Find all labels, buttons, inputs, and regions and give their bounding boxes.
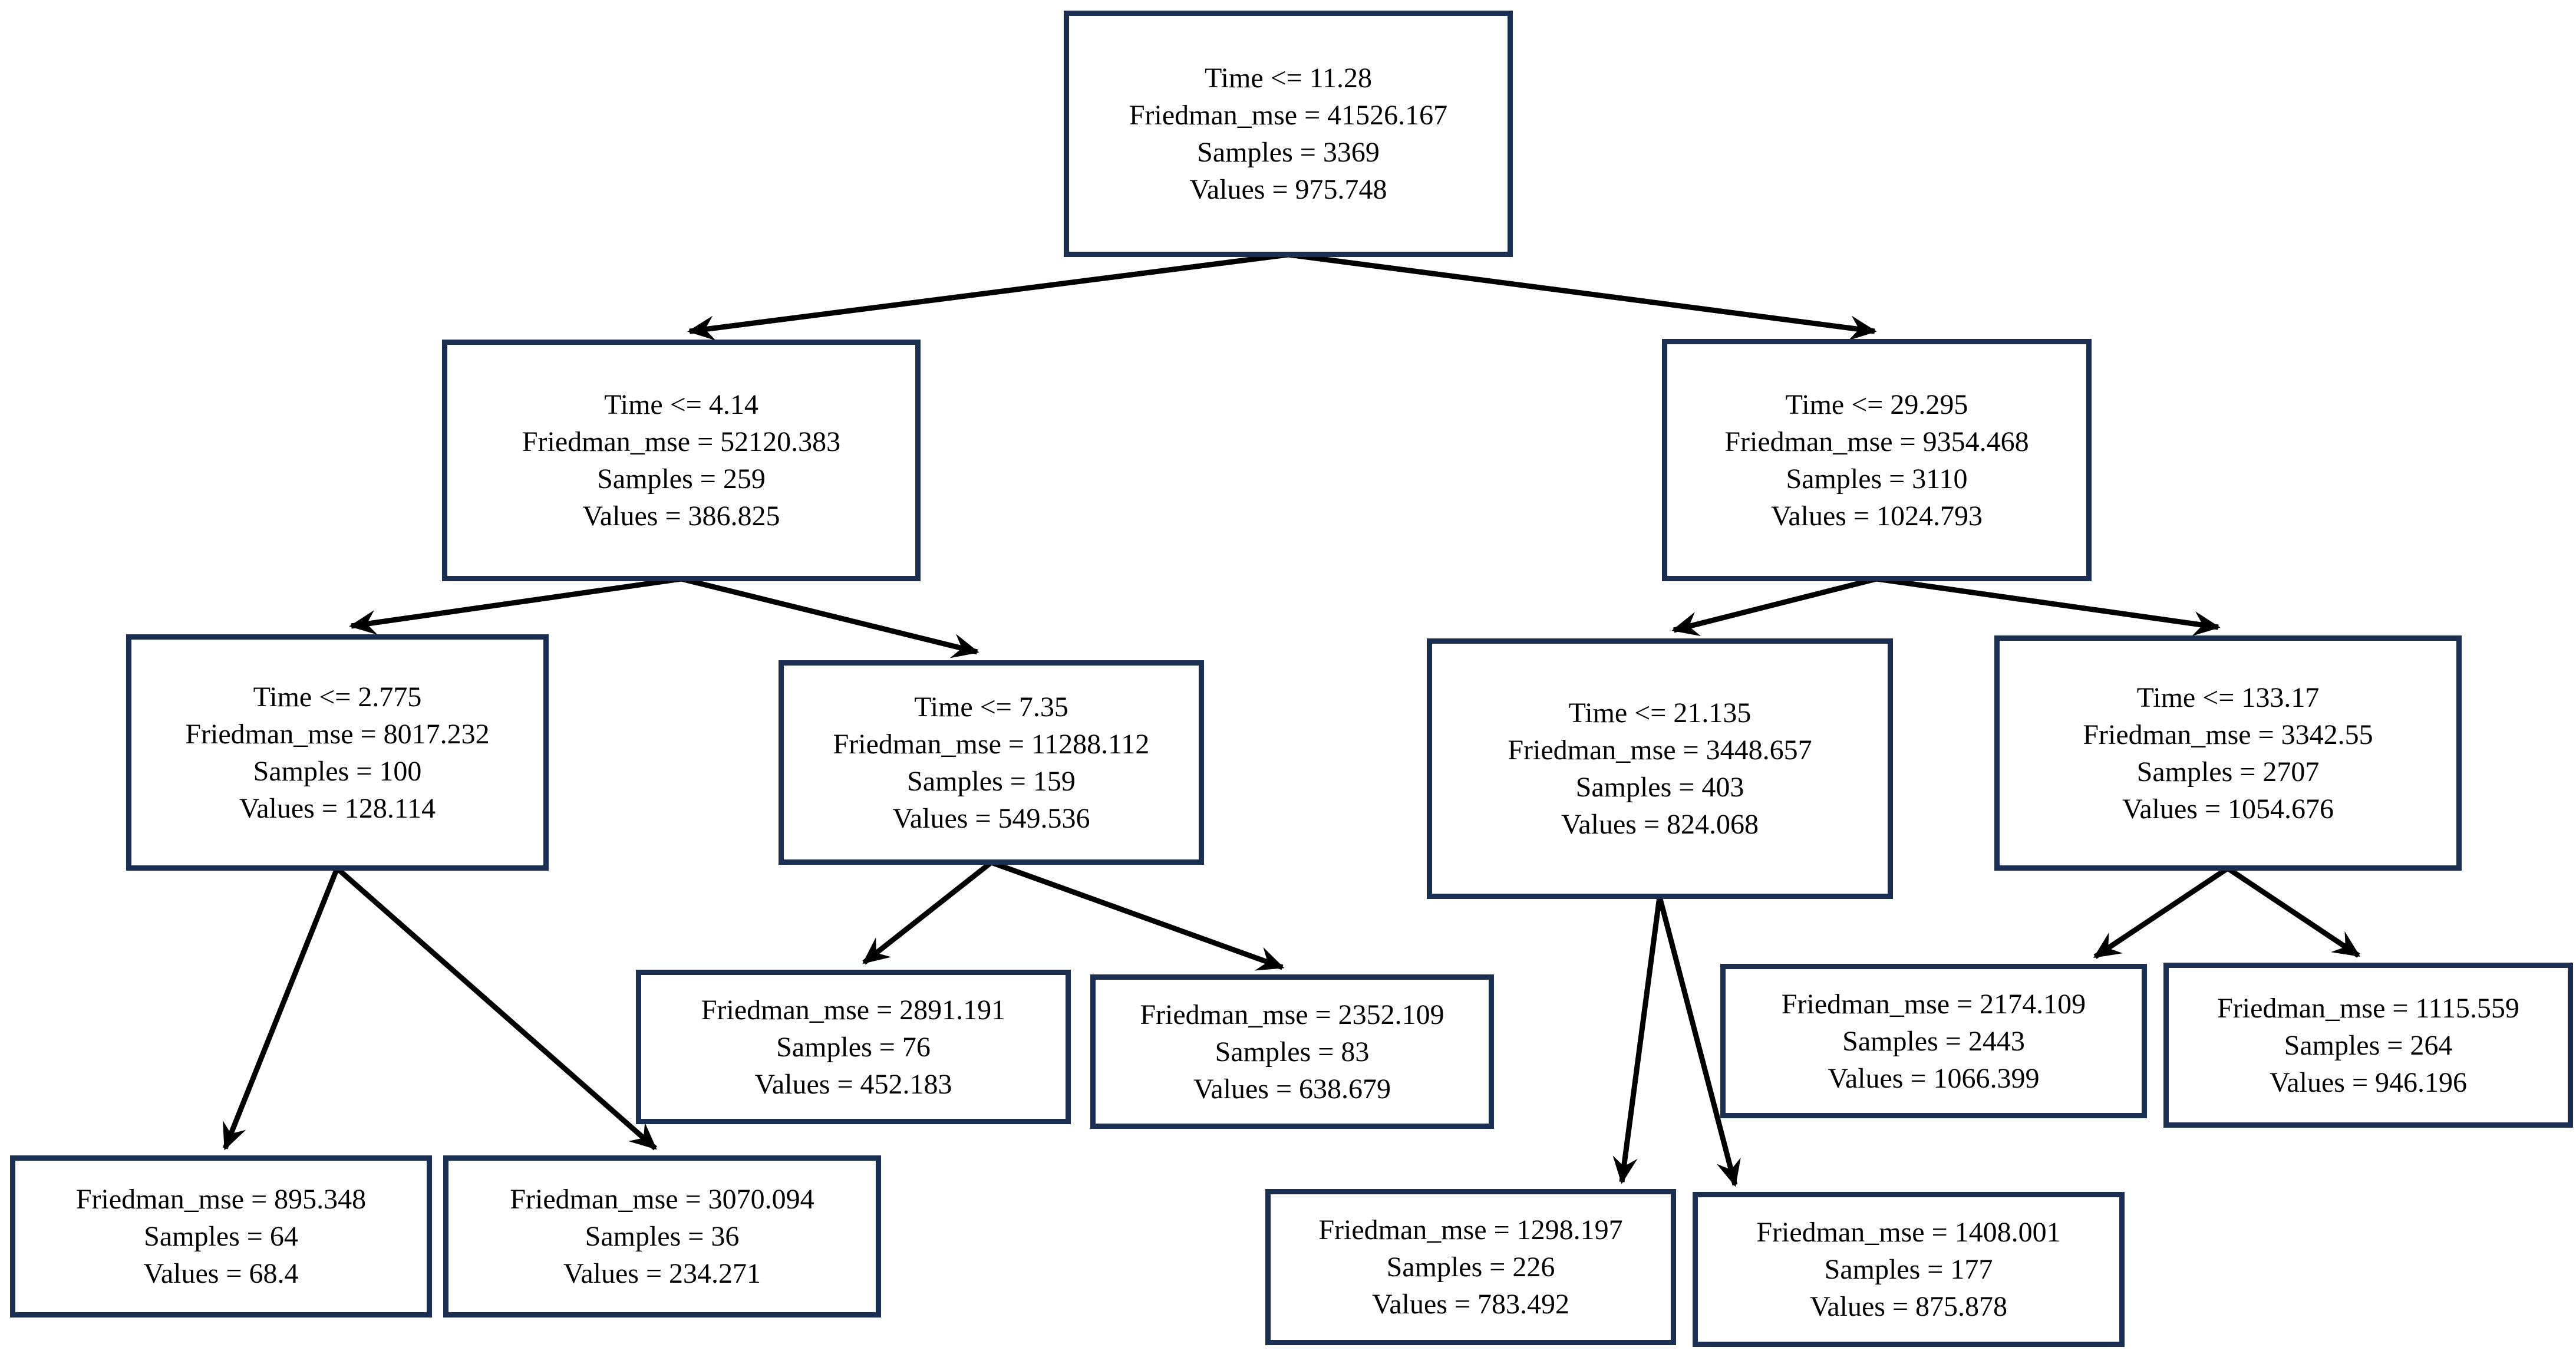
- node-samples: Samples = 100: [253, 755, 422, 787]
- tree-node-right-left: Time <= 21.135 Friedman_mse = 3448.657 S…: [1427, 638, 1893, 899]
- tree-node-left-left: Time <= 2.775 Friedman_mse = 8017.232 Sa…: [126, 634, 549, 871]
- node-mse: Friedman_mse = 1408.001: [1756, 1217, 2061, 1248]
- node-mse: Friedman_mse = 41526.167: [1129, 100, 1448, 131]
- node-mse: Friedman_mse = 2174.109: [1781, 988, 2086, 1020]
- node-mse: Friedman_mse = 3448.657: [1508, 735, 1812, 766]
- tree-leaf-rr-right: Friedman_mse = 1115.559 Samples = 264 Va…: [2163, 963, 2573, 1128]
- node-condition: Time <= 2.775: [253, 681, 422, 713]
- node-mse: Friedman_mse = 8017.232: [185, 718, 490, 750]
- edge-root-right: [1288, 252, 1877, 341]
- node-values: Values = 452.183: [754, 1068, 952, 1100]
- node-values: Values = 1054.676: [2122, 793, 2334, 825]
- node-condition: Time <= 4.14: [604, 389, 758, 420]
- node-condition: Time <= 7.35: [914, 691, 1068, 723]
- edge-rightright-leafG: [2093, 866, 2229, 959]
- node-samples: Samples = 64: [144, 1221, 298, 1252]
- node-samples: Samples = 177: [1824, 1254, 1993, 1285]
- node-mse: Friedman_mse = 895.348: [75, 1184, 367, 1215]
- edge-left-leftright: [680, 576, 979, 658]
- node-mse: Friedman_mse = 1298.197: [1318, 1214, 1623, 1246]
- node-values: Values = 234.271: [563, 1258, 761, 1289]
- edge-right-rightright: [1876, 576, 2221, 637]
- node-values: Values = 946.196: [2269, 1066, 2468, 1098]
- node-samples: Samples = 259: [597, 463, 766, 495]
- edge-root-left: [687, 252, 1289, 341]
- node-samples: Samples = 3369: [1197, 137, 1380, 168]
- node-condition: Time <= 29.295: [1785, 388, 1968, 420]
- node-values: Values = 638.679: [1193, 1073, 1391, 1105]
- node-values: Values = 1024.793: [1770, 500, 1983, 532]
- node-mse: Friedman_mse = 1115.559: [2217, 992, 2519, 1024]
- node-mse: Friedman_mse = 2891.191: [701, 994, 1006, 1026]
- tree-leaf-rr-left: Friedman_mse = 2174.109 Samples = 2443 V…: [1720, 964, 2147, 1118]
- node-mse: Friedman_mse = 2352.109: [1140, 999, 1444, 1030]
- node-values: Values = 128.114: [239, 792, 436, 824]
- node-values: Values = 549.536: [892, 802, 1090, 834]
- tree-leaf-ll-left: Friedman_mse = 895.348 Samples = 64 Valu…: [10, 1155, 432, 1318]
- node-mse: Friedman_mse = 52120.383: [522, 426, 841, 457]
- node-values: Values = 824.068: [1561, 809, 1759, 840]
- node-samples: Samples = 403: [1575, 772, 1744, 803]
- node-values: Values = 783.492: [1371, 1289, 1570, 1320]
- tree-node-left-right: Time <= 7.35 Friedman_mse = 11288.112 Sa…: [779, 660, 1204, 865]
- edge-right-rightleft: [1671, 576, 1878, 637]
- node-samples: Samples = 3110: [1786, 463, 1968, 495]
- node-condition: Time <= 133.17: [2136, 681, 2320, 713]
- tree-leaf-rl-left: Friedman_mse = 1298.197 Samples = 226 Va…: [1265, 1189, 1676, 1345]
- node-samples: Samples = 76: [776, 1031, 931, 1063]
- node-mse: Friedman_mse = 9354.468: [1724, 426, 2029, 457]
- edge-rightleft-leafE: [1612, 896, 1663, 1184]
- node-mse: Friedman_mse = 11288.112: [833, 728, 1150, 760]
- node-values: Values = 386.825: [582, 500, 780, 532]
- tree-leaf-ll-right: Friedman_mse = 3070.094 Samples = 36 Val…: [443, 1155, 881, 1318]
- node-condition: Time <= 21.135: [1568, 697, 1752, 729]
- node-values: Values = 975.748: [1189, 174, 1387, 205]
- edge-rightleft-leafF: [1657, 895, 1741, 1187]
- node-values: Values = 68.4: [143, 1258, 299, 1289]
- node-samples: Samples = 36: [585, 1221, 740, 1252]
- node-condition: Time <= 11.28: [1205, 62, 1372, 94]
- tree-leaf-lr-right: Friedman_mse = 2352.109 Samples = 83 Val…: [1090, 974, 1494, 1129]
- node-samples: Samples = 159: [907, 765, 1076, 797]
- tree-node-right: Time <= 29.295 Friedman_mse = 9354.468 S…: [1662, 339, 2092, 581]
- node-samples: Samples = 83: [1215, 1036, 1370, 1068]
- node-samples: Samples = 226: [1386, 1251, 1555, 1283]
- node-mse: Friedman_mse = 3342.55: [2083, 719, 2373, 750]
- node-mse: Friedman_mse = 3070.094: [510, 1184, 814, 1215]
- edge-left-leftleft: [349, 576, 682, 635]
- node-samples: Samples = 2707: [2136, 756, 2320, 788]
- node-samples: Samples = 2443: [1842, 1025, 2025, 1057]
- edge-leftright-leafC: [862, 860, 993, 965]
- tree-node-root: Time <= 11.28 Friedman_mse = 41526.167 S…: [1064, 11, 1513, 257]
- node-values: Values = 1066.399: [1828, 1062, 2040, 1094]
- edge-leftleft-leafB: [335, 866, 657, 1151]
- edge-leftright-leafD: [990, 859, 1285, 971]
- edge-rightright-leafH: [2226, 866, 2361, 958]
- tree-leaf-lr-left: Friedman_mse = 2891.191 Samples = 76 Val…: [636, 970, 1071, 1124]
- tree-node-left: Time <= 4.14 Friedman_mse = 52120.383 Sa…: [442, 340, 921, 581]
- tree-node-right-right: Time <= 133.17 Friedman_mse = 3342.55 Sa…: [1994, 635, 2462, 871]
- edge-leftleft-leafA: [222, 867, 340, 1151]
- tree-leaf-rl-right: Friedman_mse = 1408.001 Samples = 177 Va…: [1693, 1192, 2125, 1347]
- node-samples: Samples = 264: [2284, 1029, 2453, 1061]
- node-values: Values = 875.878: [1809, 1291, 2008, 1322]
